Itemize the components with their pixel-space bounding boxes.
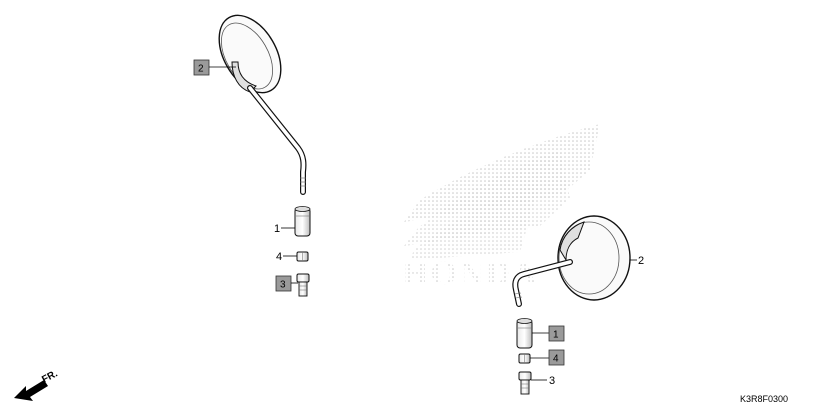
front-arrow-icon [14,380,48,401]
diagram-code: K3R8F0300 [740,394,788,404]
right-bolt [518,371,532,395]
callout-right-mirror-label: 2 [638,255,644,267]
left-mirror [218,14,307,195]
callout-left-nut-label: 4 [276,251,282,263]
callout-left-bolt: 3 [275,275,298,292]
callout-right-adapter-label: 1 [553,330,559,341]
callout-left-bolt-label: 3 [280,280,286,291]
left-nut [296,251,309,262]
right-nut [518,353,531,364]
callout-right-nut-label: 4 [553,354,559,365]
left-adapter [294,206,311,237]
front-direction-indicator: FR. [14,368,60,401]
right-mirror-assembly: 2 1 4 3 [512,215,644,395]
callout-left-mirror-label: 2 [198,64,204,75]
callout-right-nut: 4 [530,349,565,366]
honda-wing-watermark: HONDA [402,124,600,292]
left-mirror-assembly: 2 1 4 3 [193,14,311,297]
right-adapter [516,318,533,349]
callout-right-bolt-label: 3 [549,375,555,387]
callout-right-adapter: 1 [532,325,565,342]
callout-left-mirror: 2 [193,59,236,76]
left-bolt [296,273,310,297]
front-direction-label: FR. [40,368,60,385]
callout-left-adapter-label: 1 [274,223,280,235]
right-mirror [512,215,631,307]
